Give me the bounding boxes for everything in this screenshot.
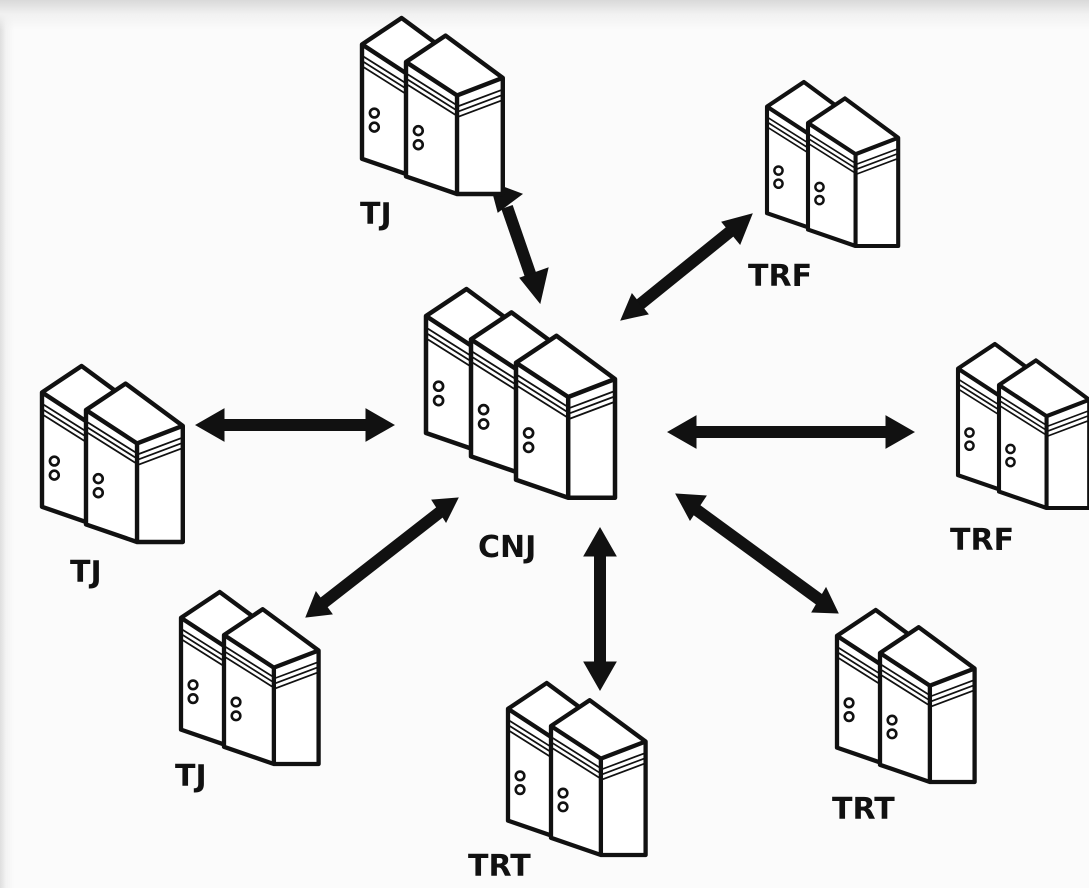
hub-label-cnj: CNJ: [478, 530, 537, 565]
server-tower-icon: [508, 683, 646, 855]
server-tower-icon: [42, 366, 183, 542]
arrow-cnj-tj-bottom-left: [305, 497, 459, 618]
connection-arrows: [194, 181, 916, 692]
arrow-cnj-tj-left: [194, 408, 396, 442]
server-tower-icon: [181, 592, 319, 764]
server-tower-icon: [362, 18, 503, 194]
server-tower-icon: [767, 82, 898, 246]
server-tower-icon: [426, 289, 615, 498]
arrow-cnj-trf-right: [666, 415, 916, 449]
node-label-trt-bottom-right: TRT: [832, 792, 895, 827]
arrow-cnj-trt-bottom: [583, 526, 617, 692]
node-label-tj-left: TJ: [70, 555, 102, 590]
arrow-cnj-trf-top-right: [620, 213, 753, 321]
node-label-tj-top: TJ: [360, 197, 392, 232]
node-label-trf-right: TRF: [950, 523, 1015, 558]
arrow-cnj-tj-top: [489, 181, 549, 305]
node-label-trt-bottom: TRT: [468, 849, 531, 884]
server-tower-icon: [958, 344, 1089, 508]
server-tower-icon: [837, 610, 975, 782]
arrow-cnj-trt-bottom-right: [675, 493, 839, 614]
node-label-trf-top-right: TRF: [748, 259, 813, 294]
node-label-tj-bottom-left: TJ: [175, 759, 207, 794]
